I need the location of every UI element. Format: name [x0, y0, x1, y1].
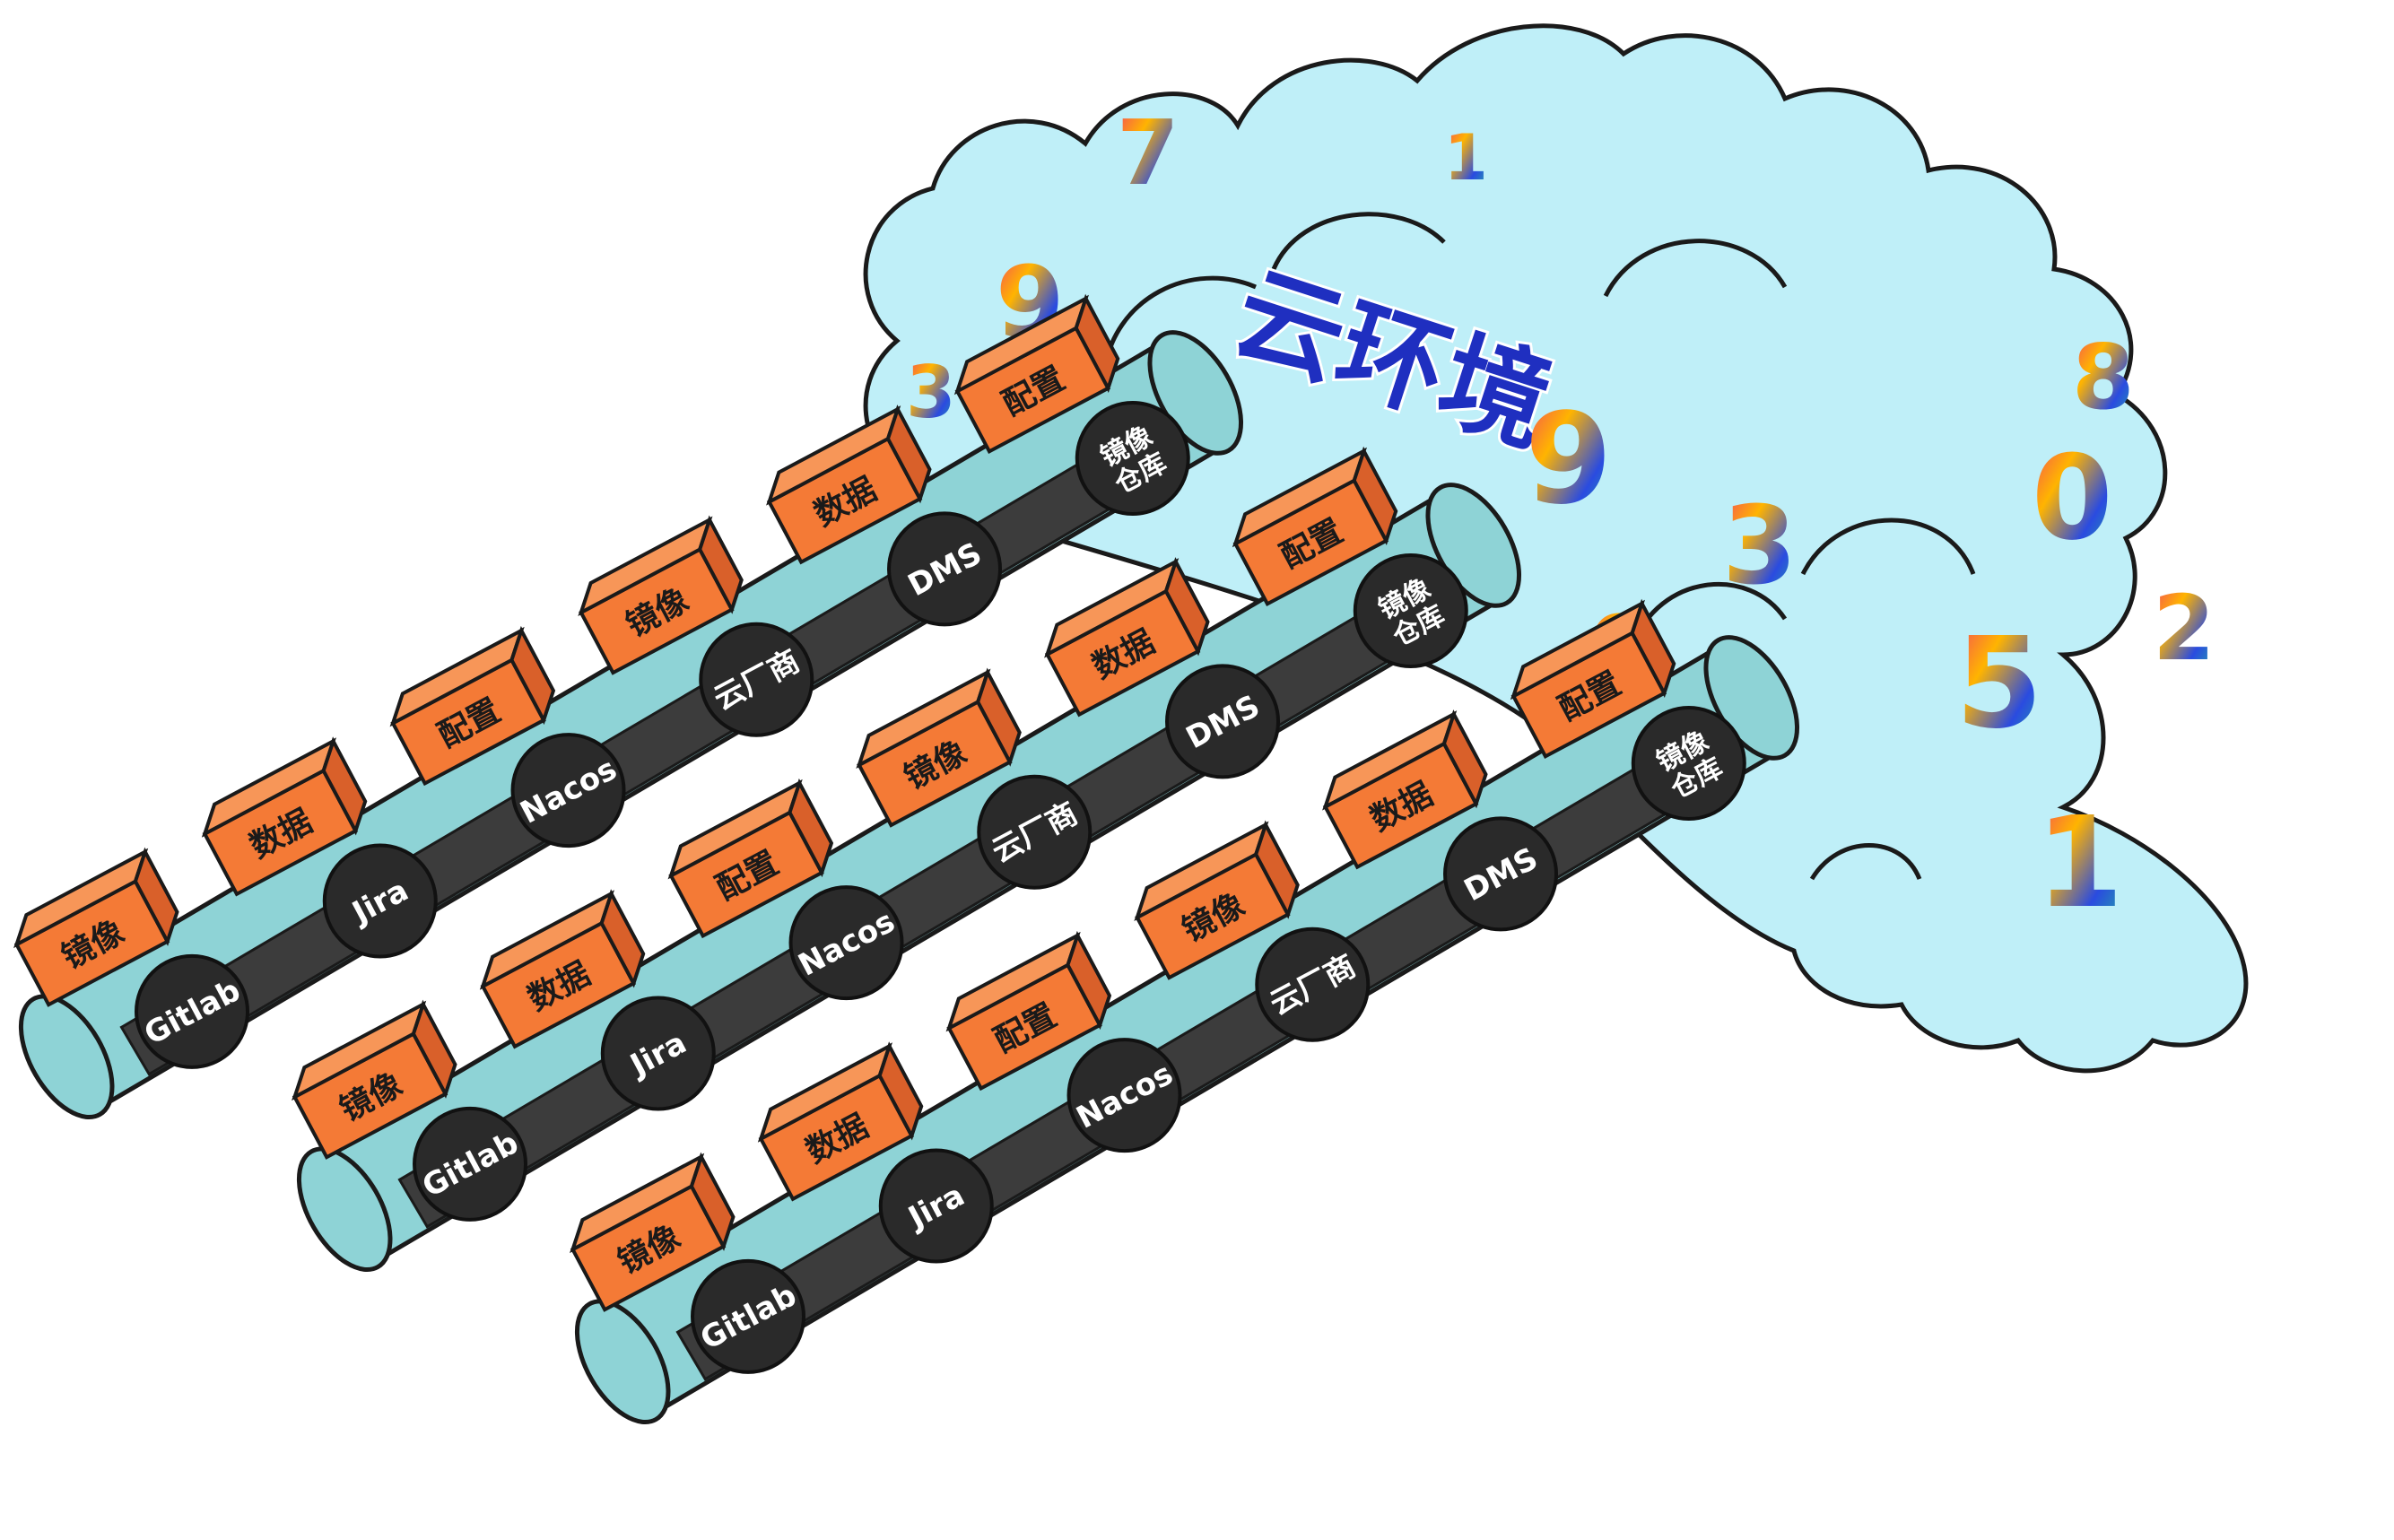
roller-disc: [1165, 664, 1281, 779]
roller-disc: [510, 733, 626, 848]
roller-disc: [1631, 706, 1746, 822]
cargo-box: 镜像: [856, 667, 1022, 828]
box-side: [698, 515, 744, 614]
roller-disc: [878, 1148, 994, 1264]
cargo-box: 镜像: [570, 1152, 736, 1312]
cargo-box: 数据: [479, 889, 646, 1049]
roller-disc: [977, 774, 1093, 890]
cargo-box: 配置: [1510, 598, 1676, 760]
box-side: [1352, 446, 1398, 545]
roller-disc: [1075, 401, 1190, 517]
cargo-box: 数据: [766, 405, 932, 565]
cargo-box: 镜像: [578, 515, 744, 675]
roller-disc: [1353, 553, 1468, 669]
cargo-box: 镜像: [13, 847, 179, 1007]
roller: Gitlab: [691, 1258, 806, 1374]
roller: Nacos: [1066, 1038, 1182, 1153]
box-side: [1163, 557, 1210, 657]
roller: DMS: [1443, 816, 1559, 932]
roller: Jira: [878, 1148, 994, 1264]
box-side: [1074, 293, 1120, 393]
cargo-box: 配置: [953, 293, 1120, 455]
decor-digit: 3: [1722, 484, 1798, 609]
decor-digit: 9: [1525, 387, 1612, 533]
decor-digit: 8: [2072, 325, 2135, 430]
belt-track: [675, 729, 1728, 1381]
box-side: [1441, 709, 1488, 809]
cargo-box: 数据: [1044, 557, 1210, 718]
roller-disc: [691, 1258, 806, 1374]
box-side: [885, 405, 932, 504]
box-side: [1630, 598, 1676, 698]
decor-digit: 0: [2032, 430, 2112, 566]
box-side: [509, 625, 556, 726]
belt-end-cap: [18, 994, 115, 1120]
roller-disc: [1066, 1038, 1182, 1153]
box-side: [788, 778, 834, 878]
box-side: [689, 1152, 736, 1251]
box-side: [321, 736, 368, 836]
decor-digit: 2: [2153, 576, 2216, 681]
roller: Nacos: [510, 733, 626, 848]
roller: 云厂商: [1255, 927, 1371, 1042]
roller: DMS: [1165, 664, 1281, 779]
decor-digit: 5: [1955, 611, 2042, 757]
box-side: [976, 667, 1022, 767]
box-side: [877, 1041, 924, 1141]
roller: DMS: [887, 511, 1003, 627]
roller: 云厂商: [977, 774, 1093, 890]
cargo-box: 数据: [201, 736, 368, 897]
roller-disc: [887, 511, 1003, 627]
roller: Jira: [600, 996, 716, 1111]
decor-digit: 1: [1444, 121, 1488, 195]
roller: 云厂商: [699, 622, 814, 737]
conveyor-belts: GitlabJiraNacos云厂商DMS镜像仓库镜像数据配置镜像数据配置Git…: [13, 293, 1800, 1425]
belt-end-cap: [296, 1146, 393, 1273]
roller-disc: [788, 885, 904, 1001]
box-side: [133, 847, 179, 946]
belt-end-cap: [574, 1299, 671, 1425]
cargo-box: 配置: [1232, 446, 1398, 607]
cargo-box: 镜像: [1134, 820, 1300, 980]
cargo-box: 数据: [1322, 709, 1488, 870]
cloud-shape: [863, 23, 2249, 1074]
decor-digit: 1: [2036, 790, 2123, 936]
box-side: [1254, 820, 1300, 919]
roller-disc: [1443, 816, 1559, 932]
cargo-box: 镜像: [292, 999, 457, 1160]
roller-disc: [413, 1106, 528, 1222]
roller-disc: [1255, 927, 1371, 1042]
roller-disc: [135, 953, 250, 1069]
roller-disc: [600, 996, 716, 1111]
roller: Jira: [322, 843, 438, 959]
roller: Gitlab: [413, 1106, 528, 1222]
box-side: [599, 889, 646, 988]
box-side: [1066, 930, 1112, 1031]
roller-disc: [322, 843, 438, 959]
decor-digit: 3: [906, 351, 956, 434]
decor-digit: 7: [1117, 100, 1180, 205]
cargo-box: 配置: [945, 930, 1112, 1092]
box-side: [411, 999, 457, 1099]
cargo-box: 数据: [757, 1041, 924, 1202]
roller: Gitlab: [135, 953, 250, 1069]
roller: Nacos: [788, 885, 904, 1001]
roller-disc: [699, 622, 814, 737]
cargo-box: 配置: [389, 625, 556, 787]
cargo-box: 配置: [667, 778, 834, 939]
